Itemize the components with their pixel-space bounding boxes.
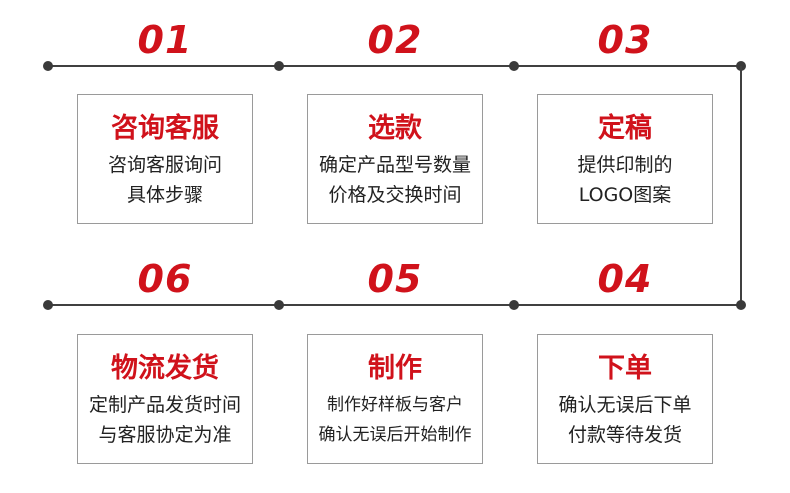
- step-desc-line: 具体步骤: [126, 184, 203, 206]
- step-desc-line: 付款等待发货: [567, 424, 682, 446]
- bottom-timeline: [48, 304, 742, 306]
- timeline-dot: [509, 61, 519, 71]
- step-desc-line: LOGO图案: [578, 184, 672, 206]
- step-desc-line: 定制产品发货时间: [88, 394, 241, 416]
- step-title: 定稿: [598, 113, 652, 144]
- step-number-06: 06: [137, 257, 193, 301]
- right-connector: [740, 66, 742, 306]
- step-card-02: 选款 确定产品型号数量 价格及交换时间: [307, 94, 483, 224]
- step-desc-line: 确定产品型号数量: [318, 154, 471, 176]
- step-desc-line: 提供印制的: [577, 154, 673, 176]
- step-card-05: 制作 制作好样板与客户 确认无误后开始制作: [307, 334, 483, 464]
- top-timeline: [48, 65, 742, 67]
- step-card-03: 定稿 提供印制的 LOGO图案: [537, 94, 713, 224]
- step-desc-line: 确认无误后下单: [558, 394, 692, 416]
- timeline-dot: [274, 61, 284, 71]
- timeline-dot: [43, 300, 53, 310]
- step-desc-line: 确认无误后开始制作: [318, 425, 472, 445]
- step-number-01: 01: [137, 18, 193, 62]
- step-number-02: 02: [367, 18, 423, 62]
- timeline-dot: [274, 300, 284, 310]
- step-desc-line: 咨询客服询问: [107, 154, 222, 176]
- step-card-06: 物流发货 定制产品发货时间 与客服协定为准: [77, 334, 253, 464]
- step-title: 制作: [368, 353, 422, 384]
- step-title: 物流发货: [111, 353, 219, 384]
- step-desc-line: 与客服协定为准: [98, 424, 232, 446]
- step-number-05: 05: [367, 257, 423, 301]
- step-card-04: 下单 确认无误后下单 付款等待发货: [537, 334, 713, 464]
- step-card-01: 咨询客服 咨询客服询问 具体步骤: [77, 94, 253, 224]
- timeline-dot: [736, 300, 746, 310]
- step-number-04: 04: [597, 257, 653, 301]
- timeline-dot: [43, 61, 53, 71]
- timeline-dot: [509, 300, 519, 310]
- step-title: 咨询客服: [111, 113, 219, 144]
- step-number-03: 03: [597, 18, 653, 62]
- step-desc-line: 价格及交换时间: [328, 184, 462, 206]
- step-title: 选款: [368, 113, 422, 144]
- step-title: 下单: [598, 353, 652, 384]
- step-desc-line: 制作好样板与客户: [327, 395, 463, 415]
